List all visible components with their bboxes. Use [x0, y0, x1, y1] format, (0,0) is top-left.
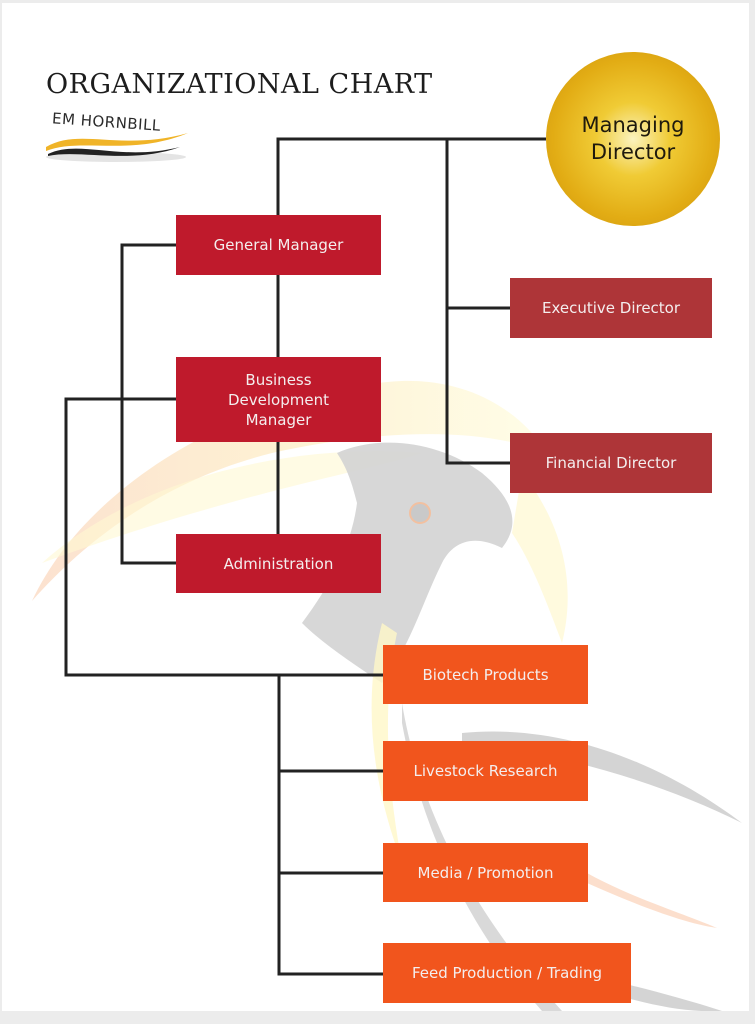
department-label: Livestock Research [413, 762, 558, 780]
company-logo: EM HORNBILL [40, 107, 192, 165]
executive-director-label: Executive Director [541, 299, 681, 317]
executive-director-node[interactable]: Executive Director [510, 278, 712, 338]
department-label: Biotech Products [422, 665, 549, 684]
department-label: Media / Promotion [417, 863, 554, 882]
department-feed-production-trading[interactable]: Feed Production / Trading [383, 943, 631, 1003]
connector-lines [64, 137, 546, 976]
connector-departments-trunk [277, 675, 383, 976]
financial-director-label: Financial Director [545, 454, 677, 472]
managing-director-node[interactable]: Managing Director [546, 52, 720, 226]
connector-gm-to-admin-side [120, 243, 176, 565]
department-livestock-research[interactable]: Livestock Research [383, 741, 588, 801]
general-manager-label: General Manager [213, 236, 344, 254]
page-title: ORGANIZATIONAL CHART [46, 69, 433, 100]
department-media-promotion[interactable]: Media / Promotion [383, 843, 588, 902]
connector-md-to-gm [276, 137, 546, 215]
department-label: Feed Production / Trading [412, 964, 602, 982]
department-biotech-products[interactable]: Biotech Products [383, 645, 588, 704]
administration-node[interactable]: Administration [176, 534, 381, 593]
bdm-label-line2: Development [228, 390, 329, 409]
business-development-manager-node[interactable]: Business Development Manager [176, 357, 381, 442]
administration-label: Administration [223, 554, 334, 573]
managing-director-label-line1: Managing [581, 113, 685, 137]
managing-director-label-line2: Director [590, 140, 676, 164]
org-chart-page: ORGANIZATIONAL CHART EM HORNBILL Managin… [2, 3, 749, 1011]
logo-swoosh-icon [46, 133, 188, 162]
connector-bdm-to-departments [64, 397, 383, 677]
connector-md-to-directors [445, 139, 510, 465]
financial-director-node[interactable]: Financial Director [510, 433, 712, 493]
bdm-label-line3: Manager [245, 410, 312, 429]
general-manager-node[interactable]: General Manager [176, 215, 381, 275]
bdm-label-line1: Business [245, 370, 312, 389]
